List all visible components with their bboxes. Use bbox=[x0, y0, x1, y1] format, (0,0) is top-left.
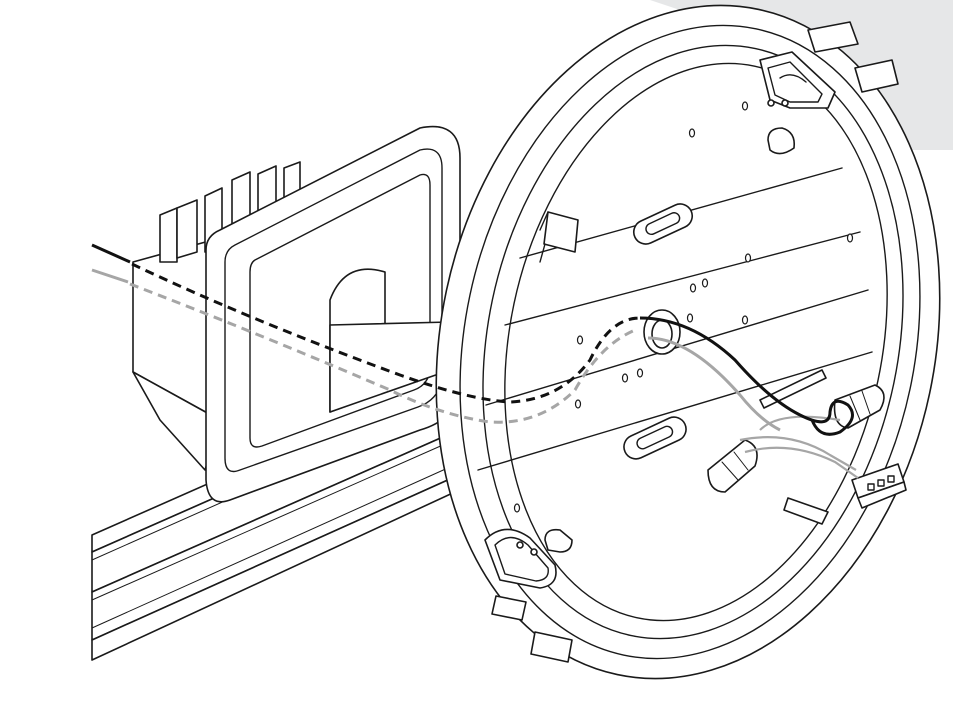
wire-nut-center bbox=[707, 439, 758, 493]
wire-black-hidden bbox=[91, 243, 641, 404]
wire-grey-visible bbox=[647, 336, 781, 432]
keyhole-slot-lower bbox=[623, 416, 687, 460]
clip-bottom bbox=[491, 595, 573, 663]
wire-nut-right bbox=[833, 384, 885, 429]
spring-clip-top bbox=[759, 51, 836, 155]
clip-left bbox=[539, 211, 579, 263]
wire-grey-hidden bbox=[91, 268, 636, 424]
cable-grommet bbox=[643, 309, 681, 355]
driver-housing bbox=[132, 125, 461, 503]
spring-clip-bottom bbox=[484, 528, 573, 589]
clip-top-left bbox=[807, 21, 899, 93]
terminal-connector bbox=[851, 463, 907, 509]
mounting-holes bbox=[513, 101, 854, 513]
keyhole-slot-upper bbox=[632, 203, 694, 245]
wire-black-visible bbox=[639, 316, 854, 436]
